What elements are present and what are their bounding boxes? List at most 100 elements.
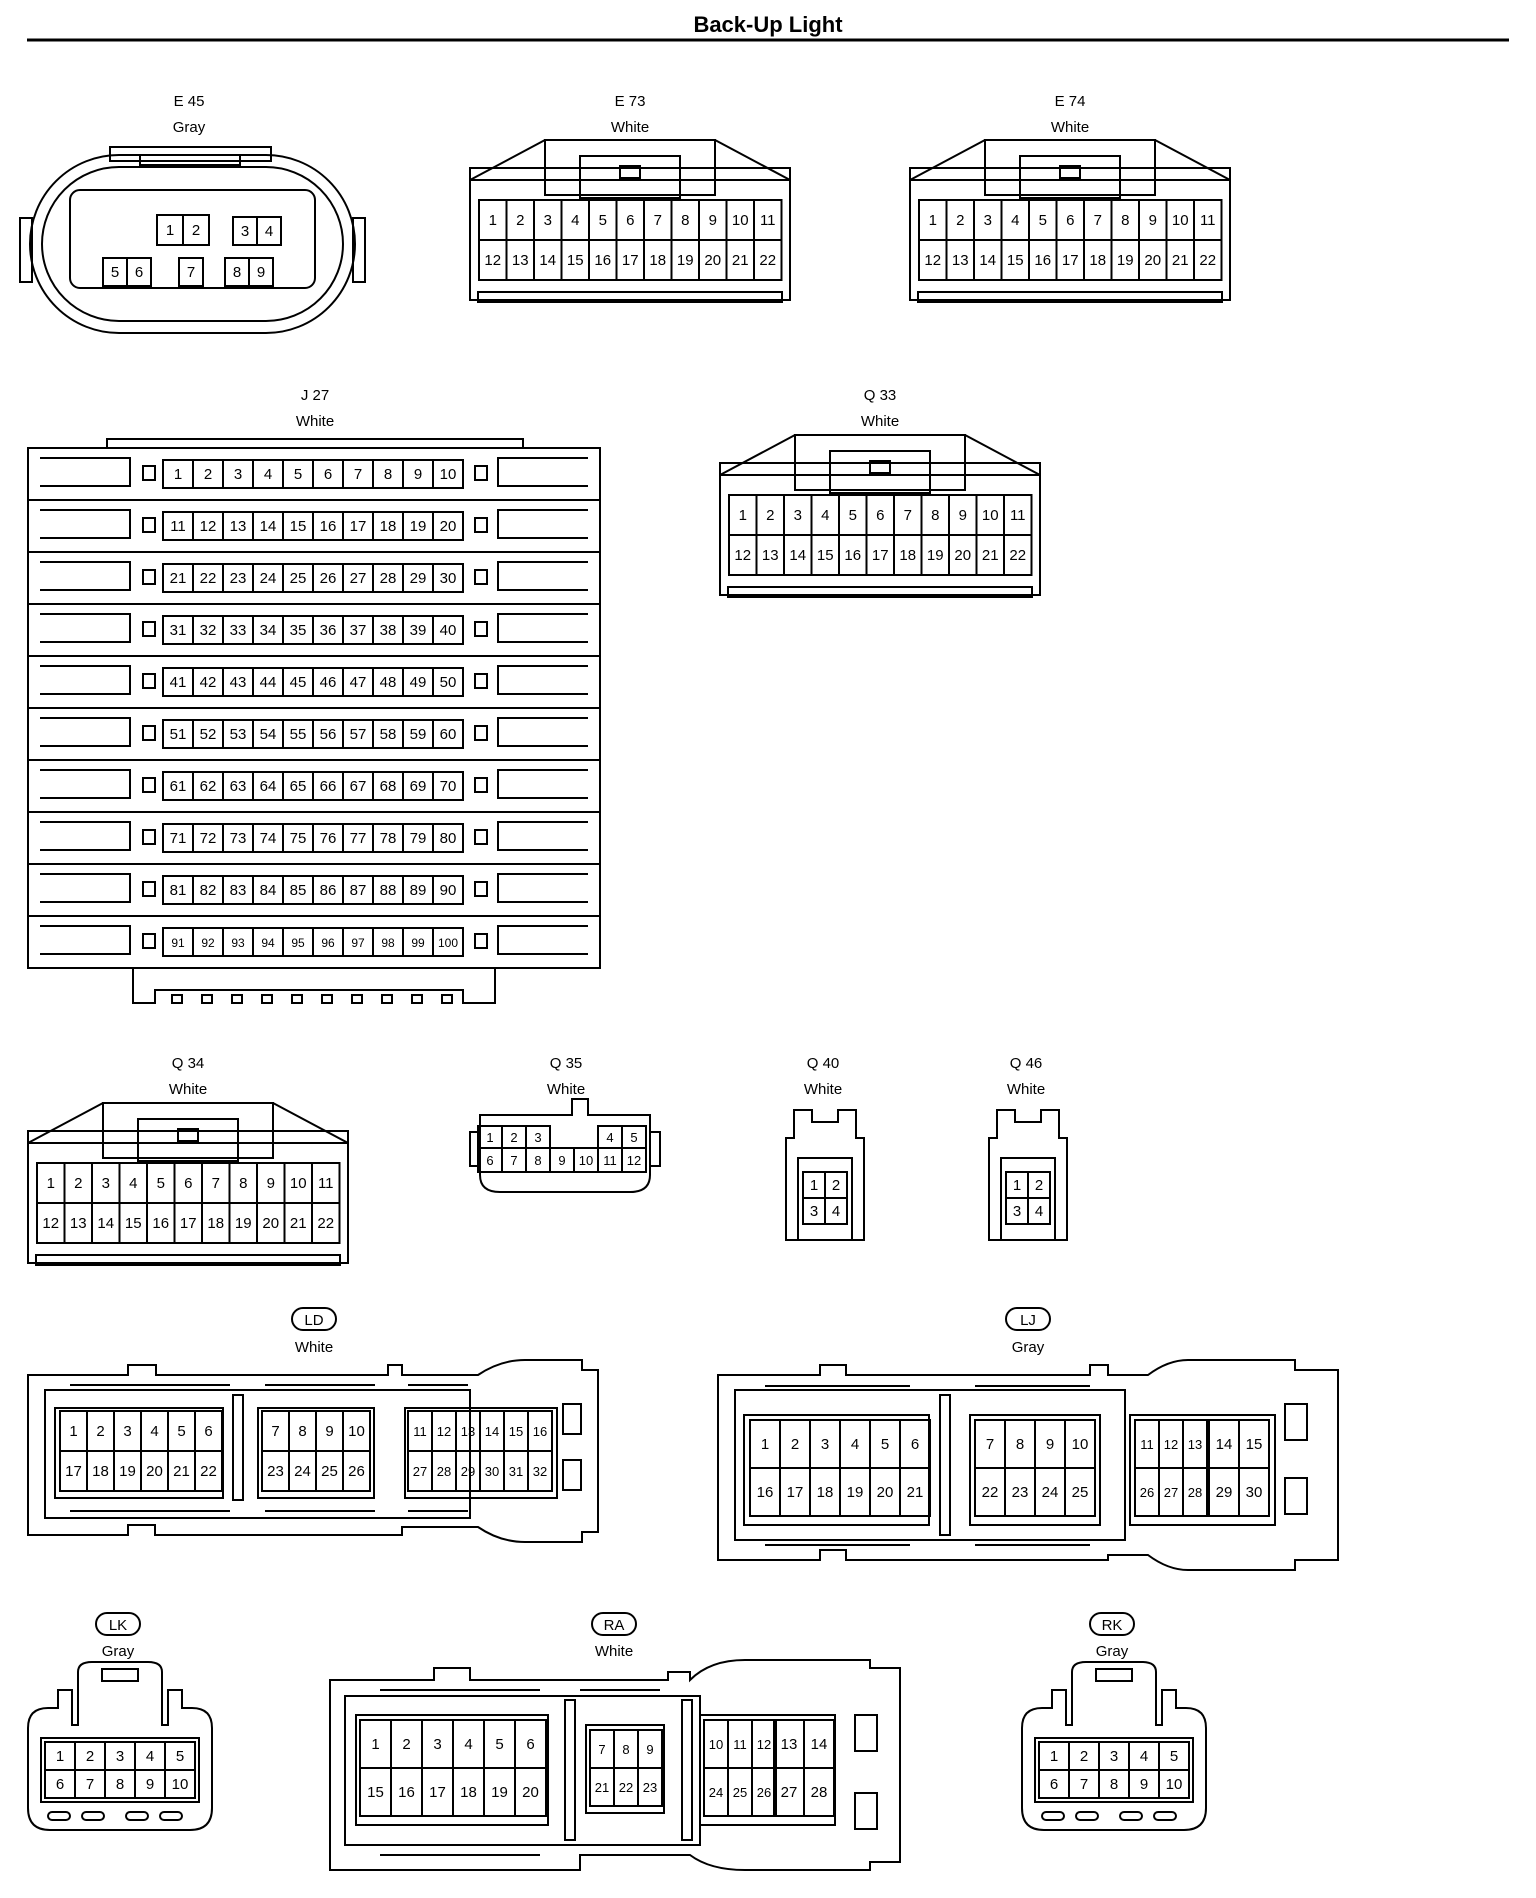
- page-title: Back-Up Light: [693, 12, 843, 37]
- j27-pin: 48: [372, 667, 404, 697]
- j27-pin: 66: [312, 771, 344, 801]
- svg-text:5: 5: [1039, 212, 1047, 229]
- q33-pin: 7: [893, 494, 923, 536]
- svg-text:21: 21: [732, 252, 749, 269]
- svg-text:53: 53: [230, 726, 247, 743]
- ld-pin: 26: [342, 1450, 371, 1492]
- svg-text:13: 13: [781, 1736, 798, 1753]
- q46-pin: 1: [1005, 1171, 1029, 1199]
- svg-text:84: 84: [260, 882, 277, 899]
- e45-color: Gray: [173, 119, 206, 136]
- q34-pin: 13: [63, 1202, 93, 1244]
- svg-text:22: 22: [1009, 547, 1026, 564]
- svg-text:47: 47: [350, 674, 367, 691]
- q33-pin: 9: [948, 494, 978, 536]
- svg-text:75: 75: [290, 830, 307, 847]
- ld-pin: 23: [261, 1450, 290, 1492]
- j27-pin: 64: [252, 771, 284, 801]
- j27-pin: 42: [192, 667, 224, 697]
- ld-pin: 14: [479, 1410, 505, 1452]
- svg-text:16: 16: [533, 1424, 547, 1439]
- svg-text:72: 72: [200, 830, 217, 847]
- j27-pin: 40: [432, 615, 464, 645]
- e73-pin: 11: [753, 199, 783, 241]
- svg-text:29: 29: [410, 570, 427, 587]
- svg-text:17: 17: [787, 1484, 804, 1501]
- j27-pin: 57: [342, 719, 374, 749]
- q34-color: White: [169, 1081, 207, 1098]
- svg-text:8: 8: [681, 212, 689, 229]
- ld-pin: 4: [140, 1410, 169, 1452]
- j27-pin: 94: [252, 927, 284, 957]
- j27-pin: 28: [372, 563, 404, 593]
- lj-color: Gray: [1012, 1339, 1045, 1356]
- e45-pin: 9: [248, 257, 274, 287]
- svg-text:55: 55: [290, 726, 307, 743]
- ra-pin: 4: [452, 1719, 485, 1769]
- j27-pin: 27: [342, 563, 374, 593]
- svg-text:4: 4: [129, 1175, 137, 1192]
- svg-text:29: 29: [461, 1464, 475, 1479]
- svg-text:1: 1: [69, 1423, 77, 1440]
- svg-text:21: 21: [907, 1484, 924, 1501]
- q34-pin: 4: [118, 1162, 148, 1204]
- svg-text:27: 27: [350, 570, 367, 587]
- svg-text:5: 5: [176, 1748, 184, 1765]
- svg-text:10: 10: [732, 212, 749, 229]
- svg-text:29: 29: [1216, 1484, 1233, 1501]
- lj-pin: 20: [869, 1467, 901, 1517]
- q33-pin: 20: [948, 534, 978, 576]
- svg-text:2: 2: [766, 507, 774, 524]
- ld-pin: 9: [315, 1410, 344, 1452]
- e74-pin: 11: [1193, 199, 1223, 241]
- svg-text:23: 23: [1012, 1484, 1029, 1501]
- ld-pin: 16: [527, 1410, 553, 1452]
- svg-text:6: 6: [1050, 1776, 1058, 1793]
- ld-pin: 24: [288, 1450, 317, 1492]
- lj-pin: 19: [839, 1467, 871, 1517]
- svg-text:5: 5: [630, 1130, 637, 1145]
- svg-text:76: 76: [320, 830, 337, 847]
- e73-pin: 4: [560, 199, 590, 241]
- svg-text:20: 20: [954, 547, 971, 564]
- j27-pin: 14: [252, 511, 284, 541]
- svg-text:15: 15: [125, 1215, 142, 1232]
- j27-pin: 52: [192, 719, 224, 749]
- svg-text:3: 3: [534, 1130, 541, 1145]
- ra-pin: 7: [589, 1729, 615, 1769]
- svg-text:37: 37: [350, 622, 367, 639]
- ld-pin: 12: [431, 1410, 457, 1452]
- lj-pin: 26: [1134, 1467, 1160, 1517]
- svg-text:3: 3: [433, 1736, 441, 1753]
- q33-pin: 8: [920, 494, 950, 536]
- j27-pin: 76: [312, 823, 344, 853]
- lk-pin: 3: [104, 1741, 136, 1771]
- q35-pin: 11: [597, 1147, 623, 1173]
- j27-pin: 53: [222, 719, 254, 749]
- svg-text:4: 4: [264, 466, 272, 483]
- svg-text:4: 4: [851, 1436, 859, 1453]
- svg-text:21: 21: [595, 1780, 609, 1795]
- rk-pin: 3: [1098, 1741, 1130, 1771]
- svg-text:10: 10: [709, 1737, 723, 1752]
- svg-text:89: 89: [410, 882, 427, 899]
- svg-text:25: 25: [733, 1785, 747, 1800]
- e74-pin: 21: [1165, 239, 1195, 281]
- e45-pin: 1: [156, 214, 184, 246]
- svg-text:6: 6: [526, 1736, 534, 1753]
- ld-pin: 15: [503, 1410, 529, 1452]
- rk-pin: 8: [1098, 1769, 1130, 1799]
- j27-pin: 60: [432, 719, 464, 749]
- svg-text:20: 20: [522, 1784, 539, 1801]
- lj-pin: 25: [1064, 1467, 1096, 1517]
- svg-text:1: 1: [47, 1175, 55, 1192]
- rk-pin: 9: [1128, 1769, 1160, 1799]
- j27-pin: 17: [342, 511, 374, 541]
- svg-text:23: 23: [643, 1780, 657, 1795]
- e74-pin: 12: [918, 239, 948, 281]
- q35-pin: 12: [621, 1147, 647, 1173]
- j27-pin: 56: [312, 719, 344, 749]
- lj-pin: 7: [974, 1419, 1006, 1469]
- q33-pin: 6: [865, 494, 895, 536]
- e73-pin: 8: [670, 199, 700, 241]
